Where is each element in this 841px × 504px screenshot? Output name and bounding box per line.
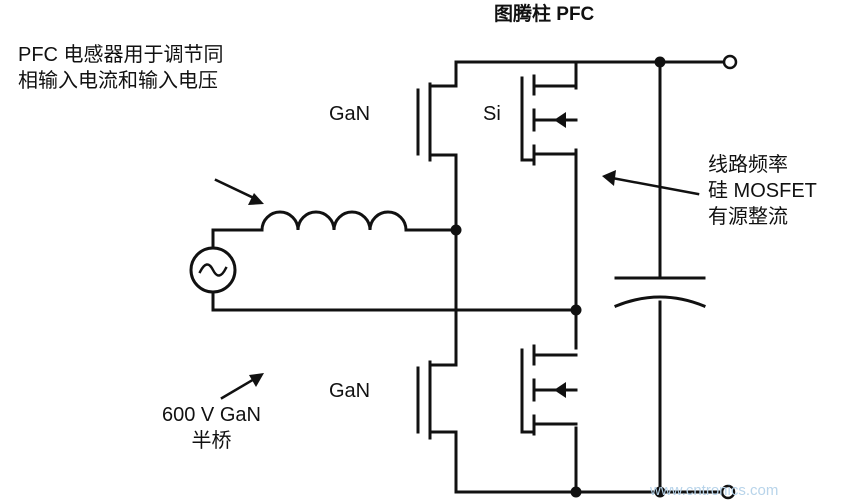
inductor-note-line-1: PFC 电感器用于调节同 [18,44,224,66]
gan-transistor-top [416,82,458,162]
junction-dot-bottom-rail-si [570,486,582,498]
output-terminal-negative [720,484,736,500]
half-bridge-note-line-2: 半桥 [191,430,232,452]
ac-sine-glyph [198,263,228,277]
gan-bottom-label: GaN [329,380,371,402]
inductor-note-line-2: 相输入电流和输入电压 [18,70,218,92]
gan-transistor-bottom [416,360,458,440]
watermark-text: www.cntronics.com [650,482,779,499]
diagram-title: 图腾柱 PFC [494,4,595,25]
si-mosfet-top [520,74,578,166]
line-frequency-note-line-2: 硅 MOSFET [708,180,817,202]
bulk-capacitor [614,276,706,308]
si-mosfet-bottom [520,344,578,436]
line-frequency-note: 线路频率 硅 MOSFET 有源整流 [708,152,817,230]
output-terminal-positive [722,54,738,70]
arrow-to-si-leg [602,170,700,196]
junction-dot-si-mid [570,304,582,316]
junction-dot-gan-mid [450,224,462,236]
inductor-note: PFC 电感器用于调节同 相输入电流和输入电压 [18,42,224,94]
half-bridge-note-line-1: 600 V GaN [162,404,261,426]
line-frequency-note-line-1: 线路频率 [708,154,788,176]
si-label: Si [483,103,501,125]
gan-top-label: GaN [329,103,371,125]
line-frequency-note-line-3: 有源整流 [708,206,788,228]
junction-dot-top-rail [654,56,666,68]
half-bridge-note: 600 V GaN 半桥 [162,402,261,454]
arrow-to-gan-leg [220,373,264,400]
arrow-to-inductor [214,178,264,205]
junction-dot-bottom-rail-cap [654,486,666,498]
pfc-inductor [260,210,408,232]
